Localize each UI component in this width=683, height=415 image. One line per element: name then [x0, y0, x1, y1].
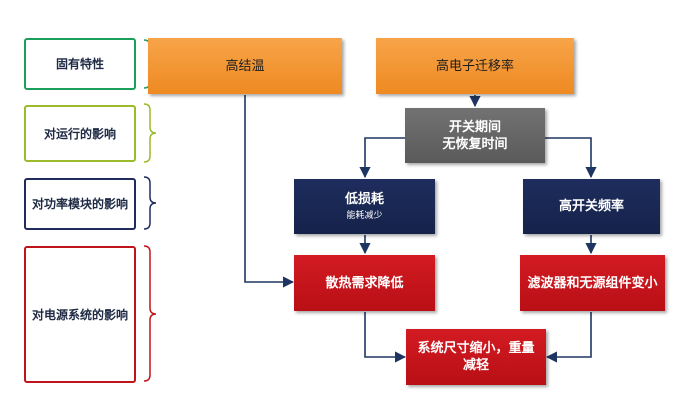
brace-system	[143, 245, 157, 382]
category-operation-text: 对运行的影响	[43, 126, 116, 141]
node-switching-recovery-line2: 无恢复时间	[442, 136, 508, 152]
arrow-recovery-to-highfreq	[545, 137, 597, 179]
node-system-size: 系统尺寸缩小，重量减轻	[406, 329, 546, 385]
category-system-label: 对电源系统的影响	[24, 246, 136, 383]
node-low-loss-sub: 能耗减少	[346, 211, 383, 221]
node-high-electron-mobility: 高电子迁移率	[376, 38, 574, 94]
category-inherent-label: 固有特性	[24, 38, 136, 90]
node-system-size-text: 系统尺寸缩小，重量减轻	[417, 341, 535, 373]
node-high-electron-mobility-text: 高电子迁移率	[435, 58, 514, 74]
node-switching-recovery: 开关期间 无恢复时间	[405, 108, 545, 163]
brace-operation	[143, 103, 157, 163]
node-high-junction-temp-text: 高结温	[225, 58, 265, 74]
arrow-heat-to-size	[364, 312, 407, 363]
category-module-label: 对功率模块的影响	[24, 178, 136, 230]
brace-module	[143, 176, 157, 230]
node-low-loss: 低损耗 能耗减少	[294, 179, 435, 234]
node-filter-passive-text: 滤波器和无源组件变小	[527, 275, 658, 291]
category-operation-label: 对运行的影响	[24, 105, 136, 162]
node-low-loss-title: 低损耗	[344, 192, 384, 207]
node-high-junction-temp: 高结温	[148, 38, 342, 94]
node-filter-passive: 滤波器和无源组件变小	[520, 255, 665, 311]
arrow-filter-to-size	[545, 312, 592, 363]
arrow-recovery-to-lowloss	[359, 137, 405, 179]
node-high-switching-freq: 高开关频率	[523, 179, 660, 234]
category-inherent-text: 固有特性	[55, 57, 104, 71]
node-high-switching-freq-text: 高开关频率	[558, 199, 624, 214]
category-system-text: 对电源系统的影响	[31, 307, 128, 322]
arrow-temp-to-heat	[244, 95, 295, 288]
node-heat-dissipation-text: 散热需求降低	[325, 275, 404, 291]
category-module-text: 对功率模块的影响	[31, 197, 128, 211]
node-switching-recovery-line1: 开关期间	[448, 119, 501, 135]
node-heat-dissipation: 散热需求降低	[294, 255, 435, 311]
